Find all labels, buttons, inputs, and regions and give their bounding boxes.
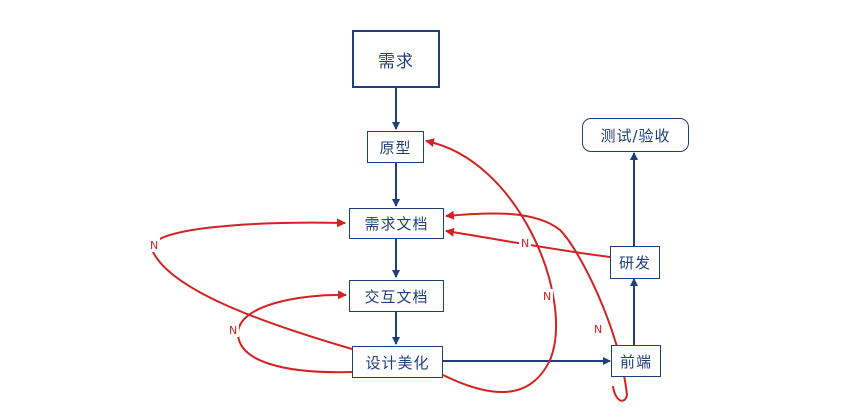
node-req-doc: 需求文档 (349, 208, 444, 239)
node-test: 测试/验收 (582, 118, 689, 152)
node-frontend: 前端 (611, 345, 661, 377)
n-label-left-bottom: N (229, 324, 237, 337)
reject-design-to-interaction-doc (236, 290, 353, 374)
reject-labels: N N N N N (148, 236, 604, 337)
n-label-develop: N (521, 237, 529, 250)
n-label-right: N (594, 323, 602, 336)
node-requirement: 需求 (352, 30, 440, 88)
node-design: 设计美化 (352, 346, 443, 378)
n-label-middle: N (543, 290, 551, 303)
reject-design-to-req-doc (150, 218, 353, 350)
reject-frontend-to-req-doc (445, 210, 629, 402)
n-label-left-top: N (150, 239, 158, 252)
reject-frontend-to-prototype (425, 138, 558, 393)
node-prototype: 原型 (367, 131, 424, 163)
node-develop: 研发 (610, 246, 660, 279)
forward-flow-arrows (392, 88, 638, 365)
node-interaction-doc: 交互文档 (349, 280, 444, 312)
